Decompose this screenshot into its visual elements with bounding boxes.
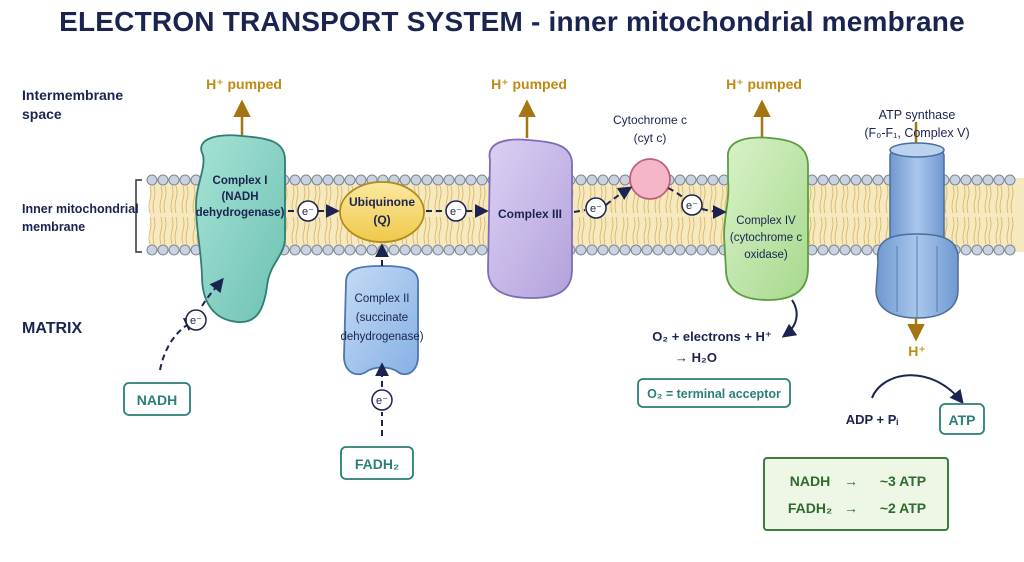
h-pumped-label-3: H⁺ pumped: [491, 76, 567, 92]
atp-synthase-label-line2: (F₀-F₁, Complex V): [864, 126, 969, 140]
yield-fadh2-from: FADH₂: [788, 500, 832, 516]
cytochrome-c: [629, 158, 671, 200]
intermembrane-label-line1: Intermembrane: [22, 87, 123, 103]
yield-fadh2-to: ~2 ATP: [880, 500, 926, 516]
atp-box: [939, 403, 985, 435]
electron-badges: e⁻ e⁻ e⁻ e⁻ e⁻ e⁻: [185, 194, 703, 411]
water-reaction-line1: O₂ + electrons + H⁺: [652, 329, 772, 344]
terminal-acceptor-label: O₂ = terminal acceptor: [647, 387, 781, 401]
electron-flow: [159, 186, 727, 436]
electron-badge-label: e⁻: [686, 200, 698, 212]
complex-i-label-line1: Complex I: [213, 175, 268, 187]
cytc-label-line2: (cyt c): [634, 131, 667, 145]
atp-yield-box: [763, 457, 949, 531]
electron-badge-label: e⁻: [450, 206, 462, 218]
electron-badge: e⁻: [445, 200, 467, 222]
ubiquinone-label-line2: (Q): [373, 213, 390, 227]
atp-formation-arrow: [871, 374, 964, 405]
cytc-label-line1: Cytochrome c: [613, 113, 687, 127]
proton-pump-arrows: H⁺ pumped H⁺ pumped H⁺ pumped: [206, 76, 802, 138]
electron-badge-label: e⁻: [302, 206, 314, 218]
complex-ii-label-line1: Complex II: [355, 293, 410, 305]
complex-iii-label: Complex III: [498, 207, 562, 221]
inner-membrane-label-line1: Inner mitochondrial: [22, 202, 139, 216]
electron-badge-label: e⁻: [190, 315, 202, 327]
fadh2-box: [340, 446, 414, 480]
h-plus-label: H⁺: [908, 343, 926, 359]
yield-nadh-from: NADH: [790, 473, 830, 489]
page-title: ELECTRON TRANSPORT SYSTEM - inner mitoch…: [59, 6, 965, 37]
yield-nadh-arrow: →: [844, 473, 858, 489]
yield-fadh2-arrow: →: [844, 500, 858, 516]
adp-label: ADP + Pᵢ: [846, 412, 899, 427]
complex-i-label-line3: dehydrogenase): [196, 207, 285, 219]
matrix-label: MATRIX: [22, 320, 82, 337]
membrane-bracket: [135, 179, 142, 253]
complex-iii: [487, 138, 573, 299]
complex-ii: [343, 265, 419, 376]
nadh-box: [123, 382, 191, 416]
h-pumped-label-1: H⁺ pumped: [206, 76, 282, 92]
electron-badge-label: e⁻: [590, 203, 602, 215]
terminal-acceptor-box: [637, 378, 791, 408]
electron-badge: e⁻: [297, 200, 319, 222]
water-reaction-line2: → H₂O: [675, 350, 717, 365]
electron-badge: e⁻: [371, 389, 393, 411]
electron-badge: e⁻: [681, 194, 703, 216]
fadh2-label: FADH₂: [355, 456, 399, 472]
ubiquinone-label-line1: Ubiquinone: [349, 195, 415, 209]
yield-nadh-to: ~3 ATP: [880, 473, 926, 489]
oxygen-reaction-arrow: [781, 299, 798, 338]
complex-iv-label-line3: oxidase): [744, 249, 788, 261]
atp-label: ATP: [949, 412, 976, 428]
atp-synthase-label-line1: ATP synthase: [879, 108, 956, 122]
nadh-label: NADH: [137, 392, 177, 408]
complex-i-label-line2: (NADH: [221, 191, 258, 203]
complex-iv-label-line2: (cytochrome c: [730, 232, 802, 244]
electron-badge: e⁻: [585, 197, 607, 219]
atp-synthase: [875, 122, 959, 342]
ubiquinone: [339, 181, 425, 243]
complex-ii-label-line3: dehydrogenase): [340, 331, 423, 343]
complex-iv-label-line1: Complex IV: [736, 215, 796, 227]
inner-membrane-label-line2: membrane: [22, 220, 85, 234]
intermembrane-label-line2: space: [22, 106, 62, 122]
h-pumped-label-4: H⁺ pumped: [726, 76, 802, 92]
complex-iv: [723, 136, 809, 301]
complex-ii-label-line2: (succinate: [356, 312, 408, 324]
electron-badge: e⁻: [185, 309, 207, 331]
electron-badge-label: e⁻: [376, 395, 388, 407]
complex-i: [195, 134, 286, 323]
